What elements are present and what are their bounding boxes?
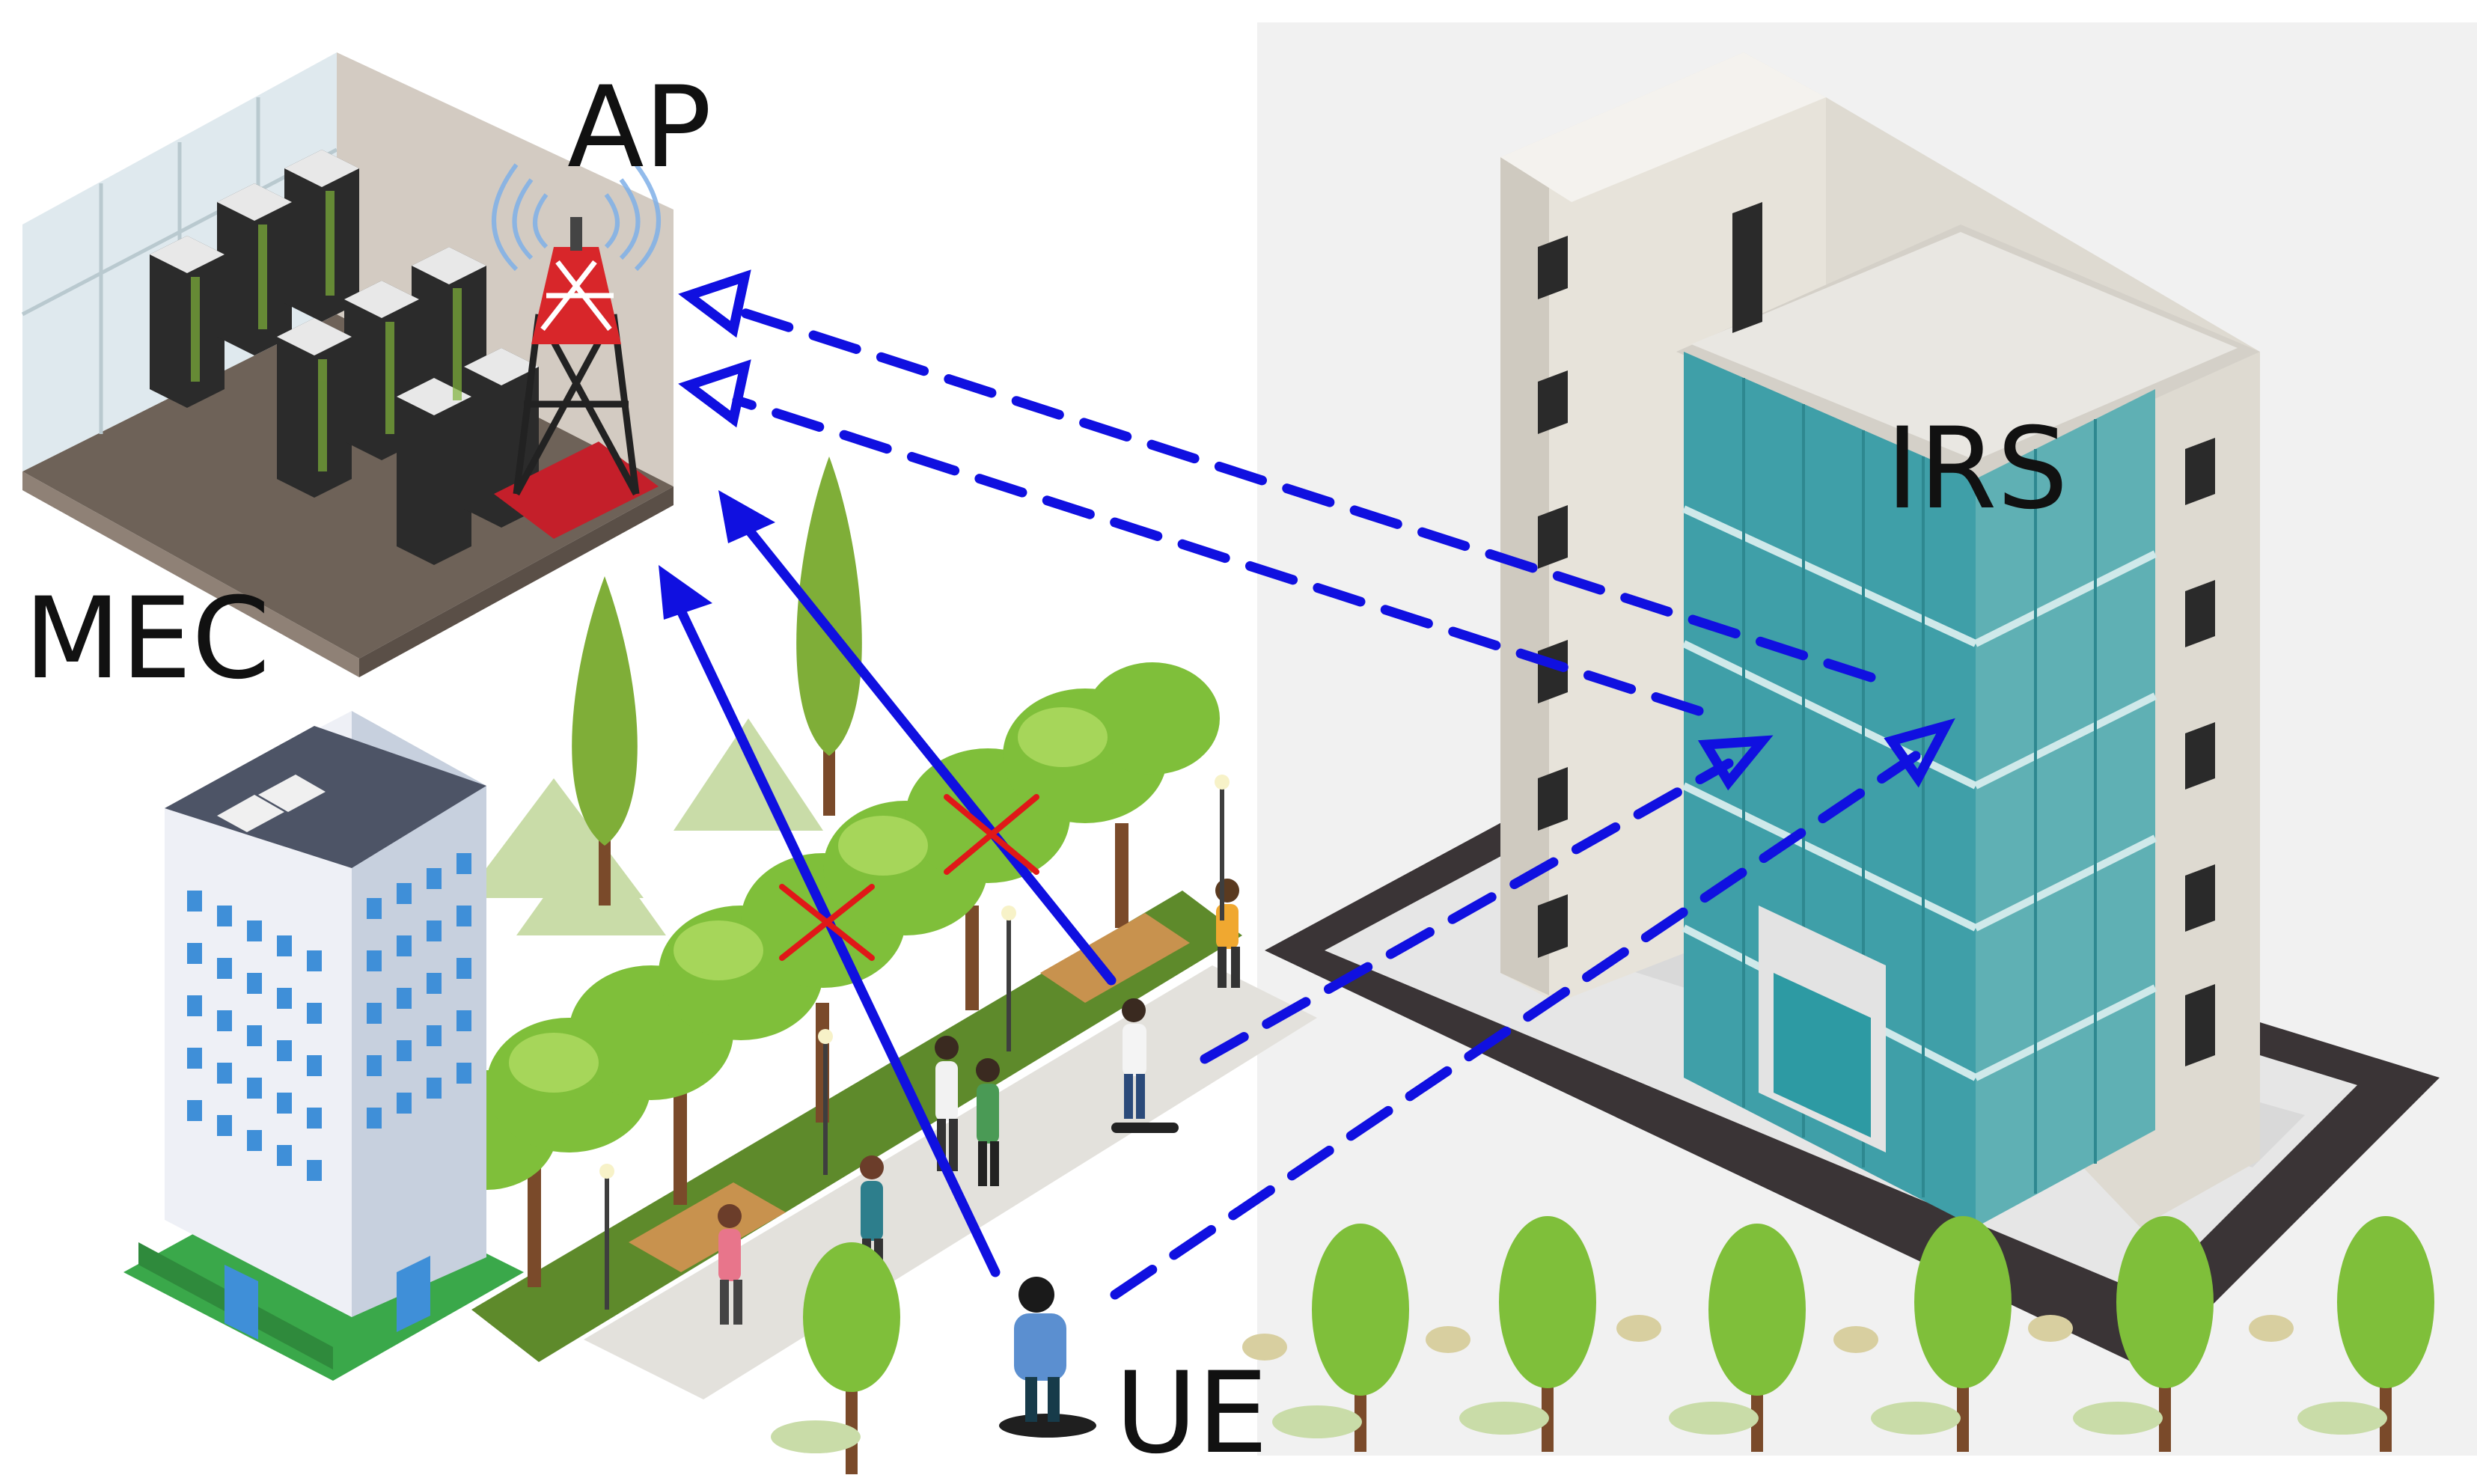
ap-tower-icon bbox=[492, 163, 661, 539]
office-building bbox=[123, 711, 524, 1381]
direct-link-user2-ap bbox=[736, 515, 1117, 986]
direct-link-ue-ap-arrowhead bbox=[659, 565, 712, 620]
irs-label: IRS bbox=[1886, 404, 2068, 534]
user2-to-irs-link bbox=[1200, 758, 1734, 1064]
ap-label: AP bbox=[567, 63, 712, 193]
person-jogger bbox=[1215, 879, 1240, 988]
irs-to-ap-link-2 bbox=[732, 395, 1704, 716]
irs-to-ap-arrowhead-2 bbox=[678, 359, 751, 428]
roadside-trees bbox=[771, 1216, 2434, 1474]
ue-user-icon bbox=[999, 1277, 1096, 1438]
irs-building bbox=[1500, 52, 2260, 1227]
person-group bbox=[935, 1036, 1000, 1186]
direct-link-ue-ap bbox=[668, 590, 1001, 1277]
signal-links bbox=[659, 269, 1955, 1300]
irs-to-ap-link-1 bbox=[732, 305, 1876, 683]
irs-to-ap-arrowhead-1 bbox=[678, 269, 751, 338]
benches bbox=[629, 913, 1190, 1272]
cone-trees bbox=[572, 457, 862, 906]
park-trees bbox=[415, 662, 1220, 1287]
user2-to-irs-arrowhead bbox=[1697, 735, 1774, 791]
person-runner-1 bbox=[718, 1204, 742, 1325]
blocked-x-icon-2 bbox=[944, 794, 1039, 875]
person-hoverboard bbox=[1111, 998, 1179, 1133]
ue-to-irs-link bbox=[1110, 751, 1921, 1300]
lamp-posts bbox=[599, 775, 1230, 1310]
mec-label: MEC bbox=[24, 574, 270, 704]
direct-link-user2-ap-arrowhead bbox=[718, 490, 775, 543]
ue-label: UE bbox=[1115, 1349, 1268, 1479]
ue-to-irs-arrowhead bbox=[1884, 718, 1955, 788]
pedestrians bbox=[718, 879, 1240, 1438]
blocked-x-icon-1 bbox=[779, 884, 875, 961]
blocked-markers bbox=[779, 794, 1039, 961]
